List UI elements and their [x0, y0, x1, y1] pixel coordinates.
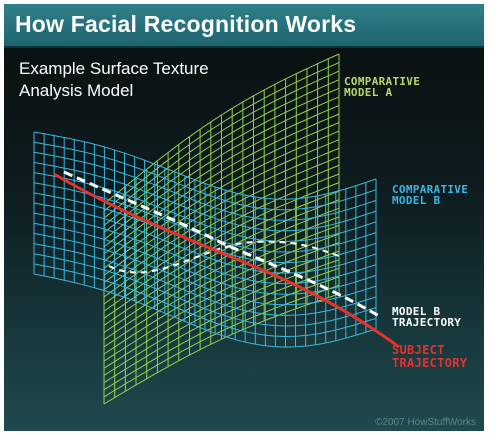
comparative-model-a-grid	[103, 53, 340, 405]
label-line: MODEL B	[392, 194, 441, 207]
subject-trajectory-line	[53, 172, 400, 349]
label-line: MODEL A	[344, 86, 393, 99]
subtitle-line-1: Example Surface Texture	[19, 59, 209, 78]
comparative-model-a-label: COMPARATIVE MODEL A	[344, 76, 420, 98]
subject-trajectory-label: SUBJECT TRAJECTORY	[392, 344, 467, 370]
copyright-notice: ©2007 HowStuffWorks	[375, 417, 476, 428]
label-line: COMPARATIVE	[344, 75, 421, 88]
label-line: SUBJECT	[392, 343, 445, 357]
subtitle-line-2: Analysis Model	[19, 81, 134, 100]
label-line: TRAJECTORY	[392, 356, 468, 370]
title-bar: How Facial Recognition Works	[4, 4, 484, 48]
diagram-frame: How Facial Recognition Works Example Sur…	[4, 4, 484, 431]
model-b-trajectory-line	[63, 170, 380, 318]
label-line: MODEL B	[392, 305, 441, 318]
model-b-trajectory-label: MODEL B TRAJECTORY	[392, 306, 461, 328]
label-line: COMPARATIVE	[392, 183, 469, 196]
surface-texture-diagram	[33, 53, 400, 405]
page-title: How Facial Recognition Works	[15, 11, 357, 37]
model-b-trajectory-lower-line	[108, 240, 340, 274]
comparative-model-b-label: COMPARATIVE MODEL B	[392, 184, 468, 206]
label-line: TRAJECTORY	[392, 316, 462, 329]
